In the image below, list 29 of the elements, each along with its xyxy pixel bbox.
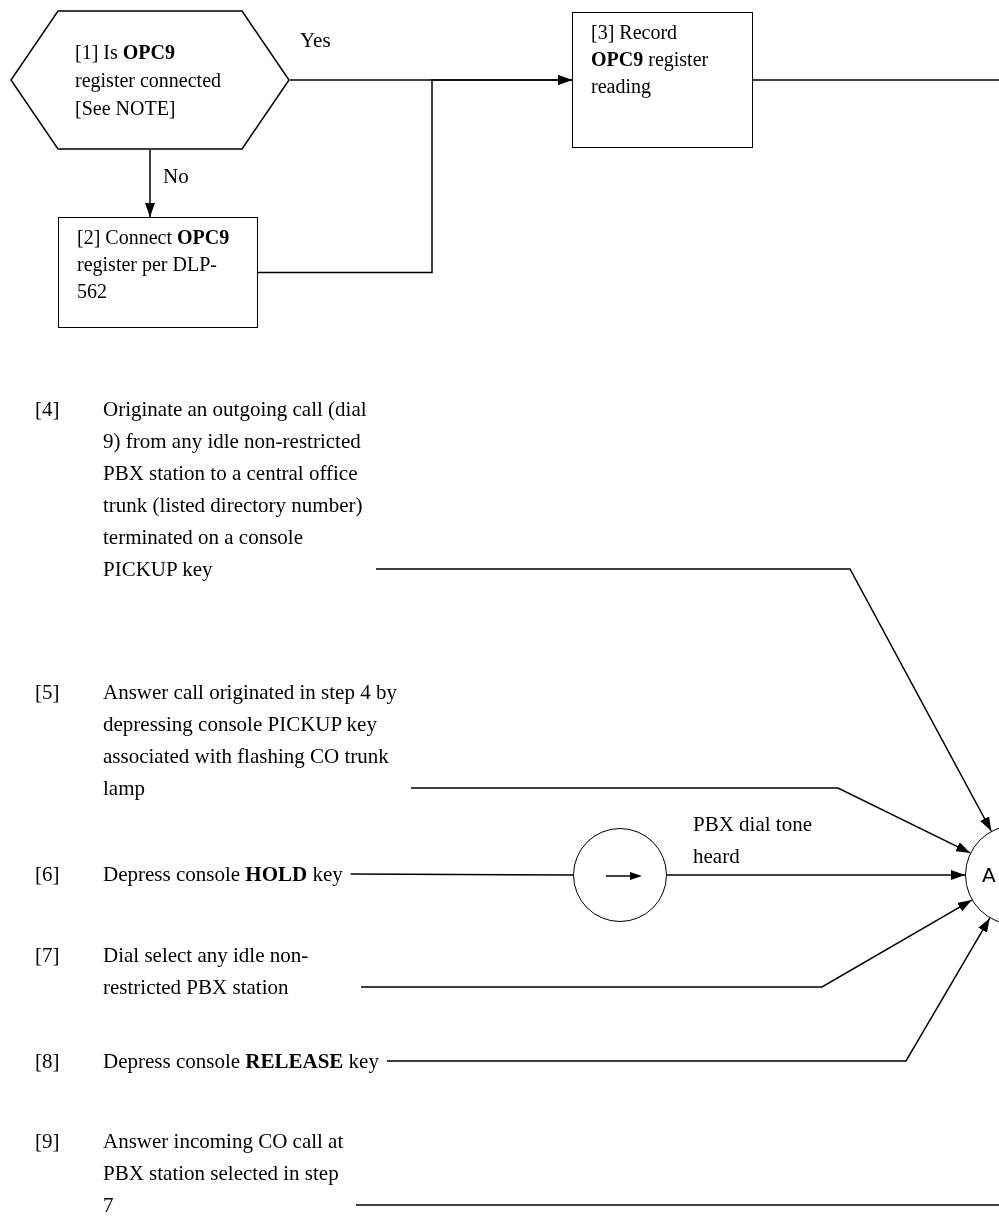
arrow <box>386 917 991 1062</box>
process-text: [2] Connect OPC9 register per DLP-562 <box>77 225 231 304</box>
connector-line <box>752 79 999 81</box>
step-number: [6] <box>35 861 61 888</box>
step-text: Answer incoming CO call at PBX station selected in step 7 <box>103 1128 345 1219</box>
step-text: Depress console HOLD key <box>103 861 343 888</box>
step-text: Depress console RELEASE key <box>103 1048 379 1075</box>
step-number: [9] <box>35 1128 61 1155</box>
arrow <box>375 568 992 832</box>
arrow <box>145 149 155 218</box>
connector-line <box>355 1204 999 1206</box>
arrow <box>360 899 973 988</box>
step-number: [4] <box>35 396 61 423</box>
step-number: [7] <box>35 942 61 969</box>
connector-letter: A <box>981 862 996 889</box>
connector-line <box>349 873 574 876</box>
decision-text: [1] Is OPC9 register connected [See NOTE] <box>75 40 223 121</box>
arrow <box>666 870 966 880</box>
step-number: [5] <box>35 679 61 706</box>
step-number: [8] <box>35 1048 61 1075</box>
arrow <box>410 787 971 854</box>
process-text: [3] Record OPC9 register reading <box>591 20 710 100</box>
step-text: Answer call originated in step 4 by depressing console PICKUP key associated with flashing CO trunk lamp <box>103 679 398 802</box>
arrow <box>257 75 573 274</box>
step-text: Originate an outgoing call (dial 9) from any idle non-restricted PBX station to a central office trunk (listed directory number) terminated on a console PICKUP key <box>103 396 368 583</box>
decision-hexagon <box>10 10 290 150</box>
process-box <box>572 12 753 148</box>
process-box <box>58 217 258 328</box>
step-text: Dial select any idle non-restricted PBX station <box>103 942 310 1001</box>
